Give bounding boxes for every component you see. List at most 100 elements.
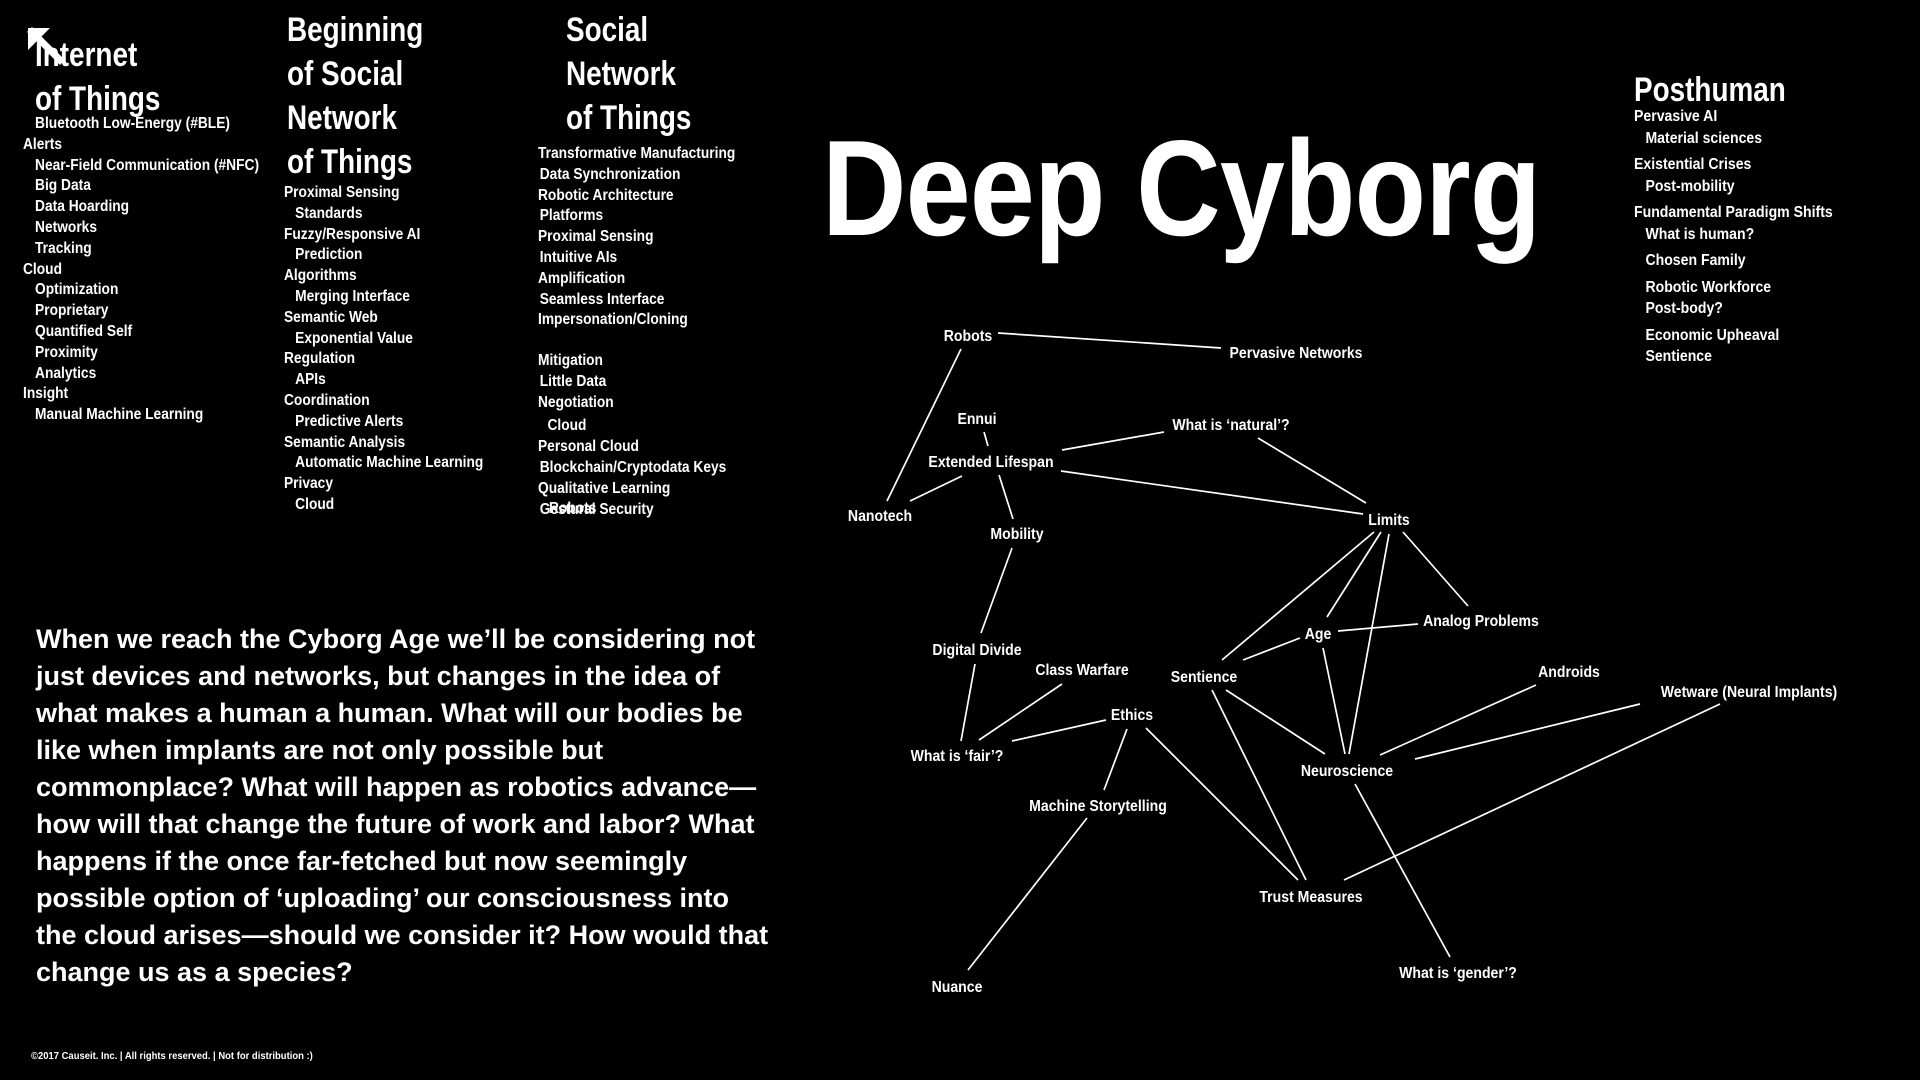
col3-title: Social Network of Things <box>566 11 692 137</box>
list-item: Intuitive AIs <box>539 248 618 266</box>
list-item: Alerts <box>23 135 63 153</box>
graph-edge-neuro-wetware <box>1414 703 1641 760</box>
list-item: Exponential Value <box>295 329 413 347</box>
list-item: Predictive Alerts <box>295 412 404 430</box>
graph-node-limits: Limits <box>1368 511 1409 529</box>
graph-edge-limits-neuro <box>1348 533 1390 755</box>
list-item: Little Data <box>539 372 607 390</box>
list-item: Personal Cloud <box>538 438 639 456</box>
graph-edge-limits-analog <box>1402 531 1469 607</box>
col1-title: Internet of Things <box>35 36 161 118</box>
list-item: Coordination <box>284 391 370 409</box>
list-item: Optimization <box>35 281 119 299</box>
list-item: Amplification <box>538 269 626 287</box>
list-item: Blockchain/Cryptodata Keys <box>539 458 727 476</box>
posthuman-item: What is human? <box>1645 225 1755 243</box>
posthuman-title: Posthuman <box>1634 71 1786 109</box>
list-item: APIs <box>295 371 326 389</box>
list-item: Big Data <box>35 177 91 195</box>
graph-node-gender: What is ‘gender’? <box>1399 964 1517 982</box>
posthuman-item: Robotic Workforce <box>1645 278 1772 296</box>
list-item: Proximity <box>35 343 98 361</box>
list-item: Semantic Analysis <box>284 433 406 451</box>
arrow-up-left-icon[interactable] <box>24 24 66 66</box>
list-item: Tracking <box>35 239 92 257</box>
graph-edge-wetware-trust <box>1343 703 1721 881</box>
list-item: Bluetooth Low-Energy (#BLE) <box>35 115 230 132</box>
graph-edge-neuro-androids <box>1379 684 1537 756</box>
graph-edge-age-sentience <box>1242 637 1301 661</box>
graph-edge-lifespan-mobility <box>998 474 1014 520</box>
graph-node-lifespan: Extended Lifespan <box>928 453 1053 471</box>
graph-node-warfare: Class Warfare <box>1035 661 1128 679</box>
page-title: Deep Cyborg <box>822 112 1541 264</box>
list-item: Prediction <box>295 246 363 264</box>
graph-node-neuro: Neuroscience <box>1301 762 1393 780</box>
graph-node-storytelling: Machine Storytelling <box>1029 797 1167 815</box>
graph-edge-robots-pervasive <box>997 332 1222 349</box>
posthuman-item: Material sciences <box>1645 129 1763 147</box>
graph-edge-ennui-lifespan <box>983 431 989 447</box>
list-item: Semantic Web <box>284 308 378 326</box>
graph-node-androids: Androids <box>1538 663 1600 681</box>
graph-node-nanotech: Nanotech <box>848 507 912 525</box>
list-item: Data Hoarding <box>35 198 130 216</box>
list-item: Proprietary <box>35 302 109 320</box>
list-item: Cloud <box>23 260 62 278</box>
list-item: Robotic Architecture <box>538 186 674 204</box>
list-item: Analytics <box>35 364 97 382</box>
graph-edge-mobility-divide <box>980 547 1013 634</box>
graph-edge-ethics-storytelling <box>1103 728 1128 791</box>
body-paragraph: When we reach the Cyborg Age we’ll be co… <box>36 624 769 987</box>
graph-node-age: Age <box>1305 625 1332 643</box>
graph-edge-lifespan-natural <box>1061 431 1165 451</box>
graph-edge-age-neuro <box>1322 647 1346 755</box>
graph-node-ennui: Ennui <box>957 410 996 428</box>
graph-node-natural: What is ‘natural’? <box>1172 416 1289 434</box>
graph-edge-lifespan-limits <box>1060 470 1364 515</box>
list-item: Seamless Interface <box>539 290 665 308</box>
list-item: Transformative Manufacturing <box>538 145 736 162</box>
list-item: Automatic Machine Learning <box>295 454 484 472</box>
graph-edge-limits-sentience <box>1221 531 1375 661</box>
list-item: Proximal Sensing <box>284 184 400 201</box>
list-item: Standards <box>295 204 363 222</box>
list-item: Cloud <box>295 495 335 513</box>
graph-node-ethics: Ethics <box>1111 706 1153 724</box>
list-item: Data Synchronization <box>539 165 681 183</box>
graph-node-robots: Robots <box>944 327 992 345</box>
posthuman-item: Economic Upheaval <box>1645 326 1780 344</box>
graph-edge-ethics-trust <box>1145 727 1299 881</box>
list-item: Manual Machine Learning <box>35 406 204 424</box>
graph-node-mobility: Mobility <box>990 525 1044 543</box>
list-item: Fuzzy/Responsive AI <box>284 225 421 243</box>
graph-edge-storytelling-nuance <box>967 817 1088 971</box>
graph-edge-ethics-fair <box>1011 719 1107 742</box>
graph-edge-age-analog <box>1337 623 1419 632</box>
copyright-footer: ©2017 Causeit. Inc. | All rights reserve… <box>31 1050 313 1062</box>
list-item: Algorithms <box>284 267 357 285</box>
graph-edge-robots-nanotech <box>886 348 962 502</box>
list-item: Negotiation <box>538 393 614 411</box>
list-item: Impersonation/Cloning <box>538 311 688 329</box>
list-item: Privacy <box>284 475 333 493</box>
graph-edge-natural-limits <box>1257 437 1367 504</box>
posthuman-item: Existential Crises <box>1634 156 1752 173</box>
posthuman-item: Pervasive AI <box>1634 108 1718 125</box>
posthuman-item: Chosen Family <box>1645 252 1746 269</box>
graph-edge-neuro-gender <box>1354 783 1451 958</box>
list-item: Regulation <box>284 350 356 368</box>
posthuman-item: Sentience <box>1645 348 1712 365</box>
graph-edge-lifespan-nanotech <box>909 475 963 502</box>
graph-edge-limits-age <box>1326 531 1382 618</box>
graph-edge-sentience-trust <box>1211 689 1307 881</box>
posthuman-item: Fundamental Paradigm Shifts <box>1634 204 1833 221</box>
posthuman-item: Post-body? <box>1645 300 1723 317</box>
graph-node-fair: What is ‘fair’? <box>911 747 1004 765</box>
list-item: Qualitative Learning <box>538 479 671 497</box>
